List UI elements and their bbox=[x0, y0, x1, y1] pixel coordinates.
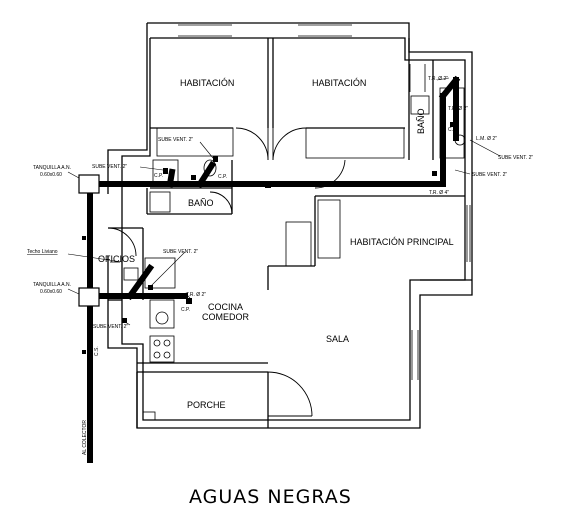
note-tanquilla-2: TANQUILLA A.N. bbox=[33, 282, 71, 288]
walls bbox=[107, 22, 473, 429]
room-label-oficios: OFICIOS bbox=[98, 254, 135, 264]
room-label-comedor: COMEDOR bbox=[202, 312, 250, 322]
note-tr-2: T.R. Ø 2" bbox=[448, 106, 468, 112]
note-sube-vent-2: SUBE VENT. 2" bbox=[92, 164, 127, 170]
note-tr-3: T.R. Ø 2" bbox=[186, 292, 206, 298]
note-cp-3: C.P. bbox=[181, 307, 190, 313]
tanquillas bbox=[78, 174, 100, 307]
labels: HABITACIÓN HABITACIÓN BAÑO BAÑO HABITACI… bbox=[27, 76, 533, 508]
room-label-porche: PORCHE bbox=[187, 400, 226, 410]
note-tanquilla-1: TANQUILLA A.N. bbox=[33, 165, 71, 171]
note-al-colector: AL COLECTOR bbox=[82, 420, 88, 455]
note-sube-vent-6: SUBE VENT. 2" bbox=[472, 172, 507, 178]
note-tanquilla-1-dim: 0.60x0.60 bbox=[40, 172, 62, 178]
leader-lines bbox=[67, 77, 501, 326]
room-label-habitacion-2: HABITACIÓN bbox=[312, 78, 366, 88]
windows bbox=[110, 24, 471, 380]
note-tr-1: T.R. Ø 2" bbox=[428, 76, 448, 82]
room-label-bano-right: BAÑO bbox=[416, 108, 426, 134]
vent-symbols bbox=[82, 122, 455, 354]
room-label-cocina: COCINA bbox=[208, 302, 243, 312]
doors bbox=[107, 127, 346, 417]
note-sube-vent-5: SUBE VENT. 2" bbox=[498, 155, 533, 161]
room-label-habitacion-principal: HABITACIÓN PRINCIPAL bbox=[350, 237, 454, 247]
note-sube-vent-1: SUBE VENT. 2" bbox=[158, 137, 193, 143]
note-cs: C.S. bbox=[94, 346, 100, 356]
note-sube-vent-3: SUBE VENT. 2" bbox=[163, 249, 198, 255]
note-cp-1: C.P. bbox=[154, 173, 163, 179]
drawing-title: AGUAS NEGRAS bbox=[189, 486, 352, 508]
note-cp-2: C.P. bbox=[218, 174, 227, 180]
room-label-bano-left: BAÑO bbox=[188, 198, 214, 208]
note-cp-4: C.P. bbox=[448, 127, 457, 133]
room-label-habitacion-1: HABITACIÓN bbox=[180, 78, 234, 88]
note-tr-4: T.R. Ø 4" bbox=[429, 190, 449, 196]
note-lm: L.M. Ø 2" bbox=[476, 136, 497, 142]
note-sube-vent-4: SUBE VENT. 2" bbox=[93, 324, 128, 330]
note-tanquilla-2-dim: 0.60x0.60 bbox=[40, 289, 62, 295]
fixtures bbox=[123, 87, 466, 421]
room-label-sala: SALA bbox=[326, 334, 349, 344]
note-techo-liviano: Techo Liviano bbox=[27, 249, 58, 255]
